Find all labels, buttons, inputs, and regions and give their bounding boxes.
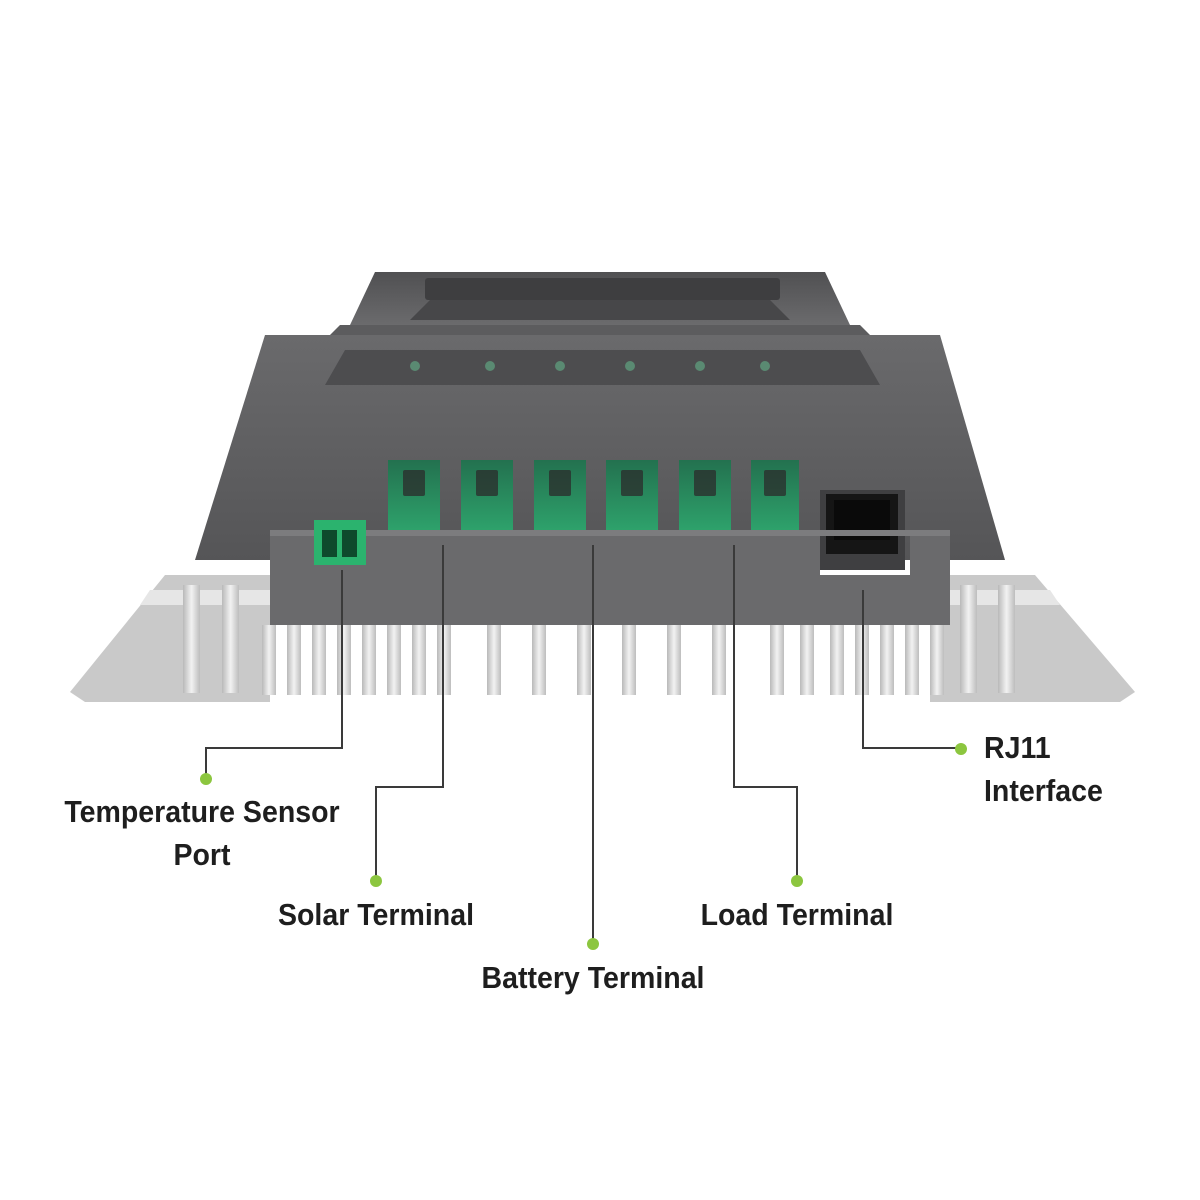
callout-dot-battery (587, 938, 599, 950)
label-line: Temperature Sensor (64, 794, 340, 829)
callout-dot-load (791, 875, 803, 887)
callout-lines (205, 545, 960, 943)
callout-line-solar (375, 545, 444, 880)
label-line: Interface (984, 773, 1103, 808)
front-panel (270, 530, 950, 625)
label-line: RJ11 (984, 730, 1051, 765)
label-line: Port (173, 837, 231, 872)
label-load-terminal: Load Terminal (676, 893, 917, 936)
callout-line-load (733, 545, 798, 880)
label-rj11-interface: RJ11 Interface (984, 726, 1150, 812)
callout-dots (200, 743, 967, 950)
label-line: Battery Terminal (481, 960, 705, 995)
callout-dot-solar (370, 875, 382, 887)
callout-dot-temperature (200, 773, 212, 785)
label-line: Solar Terminal (277, 897, 475, 932)
heatsink-fins (183, 585, 1015, 695)
top-display-housing (320, 272, 880, 345)
indicator-leds (410, 361, 770, 371)
callout-dot-rj11 (955, 743, 967, 755)
label-line: Load Terminal (700, 897, 894, 932)
terminal-blocks (388, 460, 799, 532)
temperature-sensor-connector (314, 520, 366, 565)
label-temperature-sensor-port: Temperature Sensor Port (55, 790, 349, 876)
callout-line-temperature (205, 570, 343, 778)
callout-line-rj11 (862, 590, 960, 749)
label-solar-terminal: Solar Terminal (249, 893, 503, 936)
label-battery-terminal: Battery Terminal (452, 956, 734, 999)
